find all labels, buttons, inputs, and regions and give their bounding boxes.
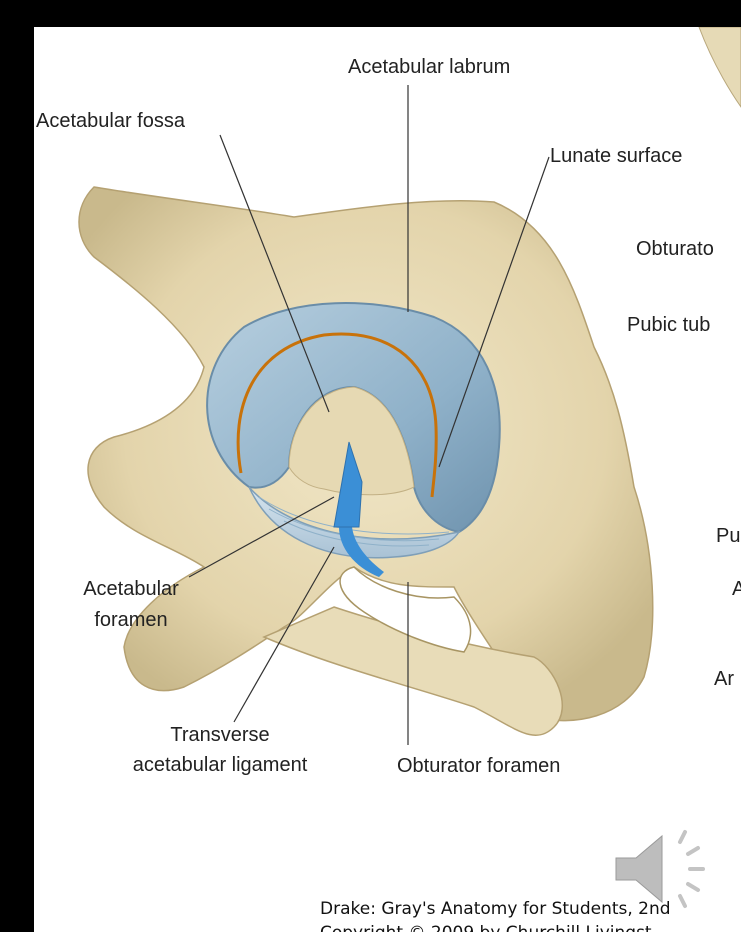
lunate-surface-line — [236, 332, 438, 498]
label-a-partial: A — [732, 578, 741, 600]
label-pubic-tubercle-partial: Pubic tub — [627, 314, 711, 336]
acetabular-fossa-area — [288, 386, 415, 496]
label-acetabular-foramen: Acetabular foramen — [56, 577, 206, 632]
slide: Acetabular labrum Acetabular fossa Lunat… — [34, 27, 741, 932]
label-acetabular-foramen-line1: Acetabular — [83, 578, 179, 600]
source-caption-line2: Copyright © 2009 by Churchill Livingst — [320, 923, 652, 932]
leader-acetabular-foramen — [188, 496, 335, 578]
upper-bone-fragment — [698, 27, 741, 108]
label-lunate-surface: Lunate surface — [550, 145, 683, 167]
label-obturator-partial: Obturato — [636, 238, 714, 260]
speaker-icon[interactable] — [610, 824, 720, 919]
transverse-ligament — [248, 486, 461, 559]
label-pu-partial: Pu — [716, 525, 741, 547]
label-transverse-ligament: Transverse acetabular ligament — [100, 723, 340, 777]
blue-arrow-head — [333, 441, 363, 528]
source-caption-line1: Drake: Gray's Anatomy for Students, 2nd — [320, 899, 671, 919]
label-acetabular-foramen-line2: foramen — [94, 609, 168, 631]
label-ar-partial: Ar — [714, 668, 734, 690]
label-obturator-foramen: Obturator foramen — [397, 755, 561, 777]
leader-transverse-ligament — [233, 546, 335, 723]
leader-lunate-surface — [438, 156, 550, 468]
hip-bone-illustration — [78, 27, 741, 745]
label-acetabular-fossa: Acetabular fossa — [36, 110, 185, 132]
blue-arrow-tail — [339, 527, 384, 577]
obturator-foramen-opening — [339, 566, 472, 653]
leader-acetabular-fossa — [219, 134, 330, 413]
label-acetabular-labrum: Acetabular labrum — [348, 56, 511, 78]
label-transverse-ligament-line2: acetabular ligament — [132, 754, 308, 776]
label-transverse-ligament-line1: Transverse — [170, 724, 270, 746]
